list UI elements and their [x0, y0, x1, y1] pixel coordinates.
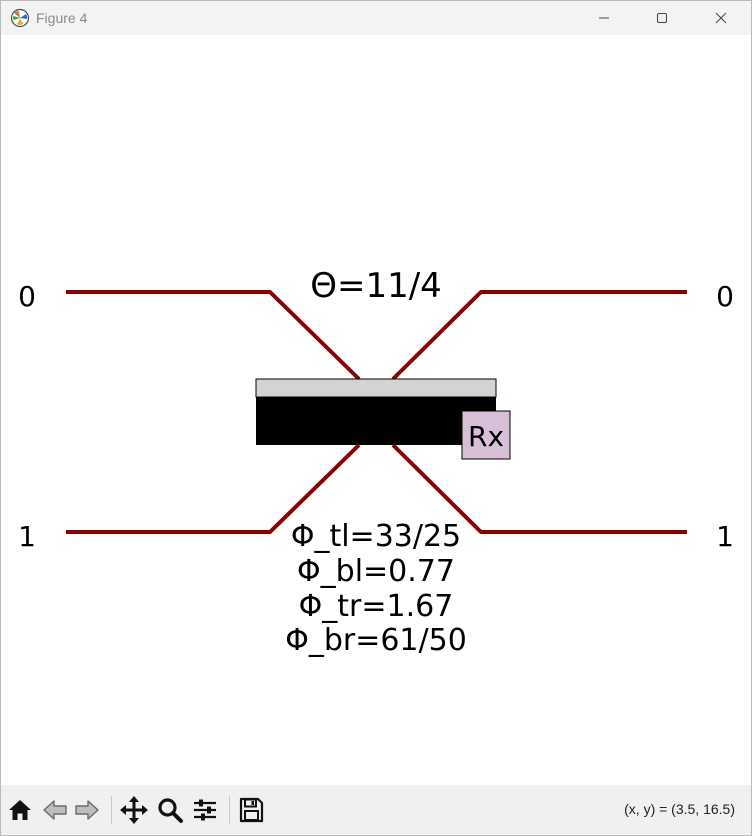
- window-title: Figure 4: [36, 10, 88, 26]
- left-mode-label-0: 0: [18, 280, 36, 313]
- forward-icon: [75, 800, 99, 820]
- back-button[interactable]: [39, 794, 71, 826]
- minimize-icon: [599, 17, 609, 19]
- phase-label-br: Φ_br=61/50: [285, 623, 467, 658]
- maximize-icon: [657, 13, 667, 23]
- back-icon: [43, 800, 67, 820]
- waveguide-bottom: [66, 443, 687, 534]
- pan-icon: [120, 796, 148, 824]
- rx-gate-box: [461, 410, 511, 460]
- waveguide-top: [66, 290, 687, 381]
- save-icon: [239, 797, 264, 823]
- pan-button[interactable]: [118, 794, 150, 826]
- configure-subplots-button[interactable]: [189, 794, 221, 826]
- save-button[interactable]: [235, 794, 267, 826]
- configure-subplots-icon: [194, 799, 216, 821]
- title-bar: Figure 4: [1, 1, 751, 35]
- beam-splitter-top: [255, 378, 497, 398]
- close-icon: [715, 12, 727, 24]
- navigation-toolbar: (x, y) = (3.5, 16.5): [1, 785, 751, 835]
- home-icon: [9, 800, 31, 820]
- right-mode-label-0: 0: [716, 280, 734, 313]
- zoom-button[interactable]: [154, 794, 186, 826]
- cursor-coordinates: (x, y) = (3.5, 16.5): [624, 801, 735, 817]
- theta-label: Θ=11/4: [310, 266, 442, 306]
- phase-label-bl: Φ_bl=0.77: [297, 554, 455, 589]
- beam-splitter-body: [256, 397, 496, 445]
- toolbar-separator: [111, 796, 112, 824]
- zoom-icon: [158, 798, 183, 823]
- right-mode-label-1: 1: [716, 520, 734, 553]
- home-button[interactable]: [4, 794, 36, 826]
- forward-button[interactable]: [71, 794, 103, 826]
- figure-canvas[interactable]: Rx Θ=11/4 0 1 0 1 Φ_tl=33/25 Φ_bl=0.77 Φ…: [1, 35, 751, 785]
- maximize-button[interactable]: [633, 1, 691, 35]
- left-mode-label-1: 1: [18, 520, 36, 553]
- rx-gate-label: Rx: [468, 420, 504, 453]
- minimize-button[interactable]: [575, 1, 633, 35]
- phase-label-tr: Φ_tr=1.67: [299, 589, 454, 624]
- phase-label-tl: Φ_tl=33/25: [291, 519, 461, 554]
- matplotlib-icon: [10, 8, 30, 28]
- close-button[interactable]: [692, 1, 750, 35]
- toolbar-separator: [229, 796, 230, 824]
- waveguides: [66, 290, 687, 534]
